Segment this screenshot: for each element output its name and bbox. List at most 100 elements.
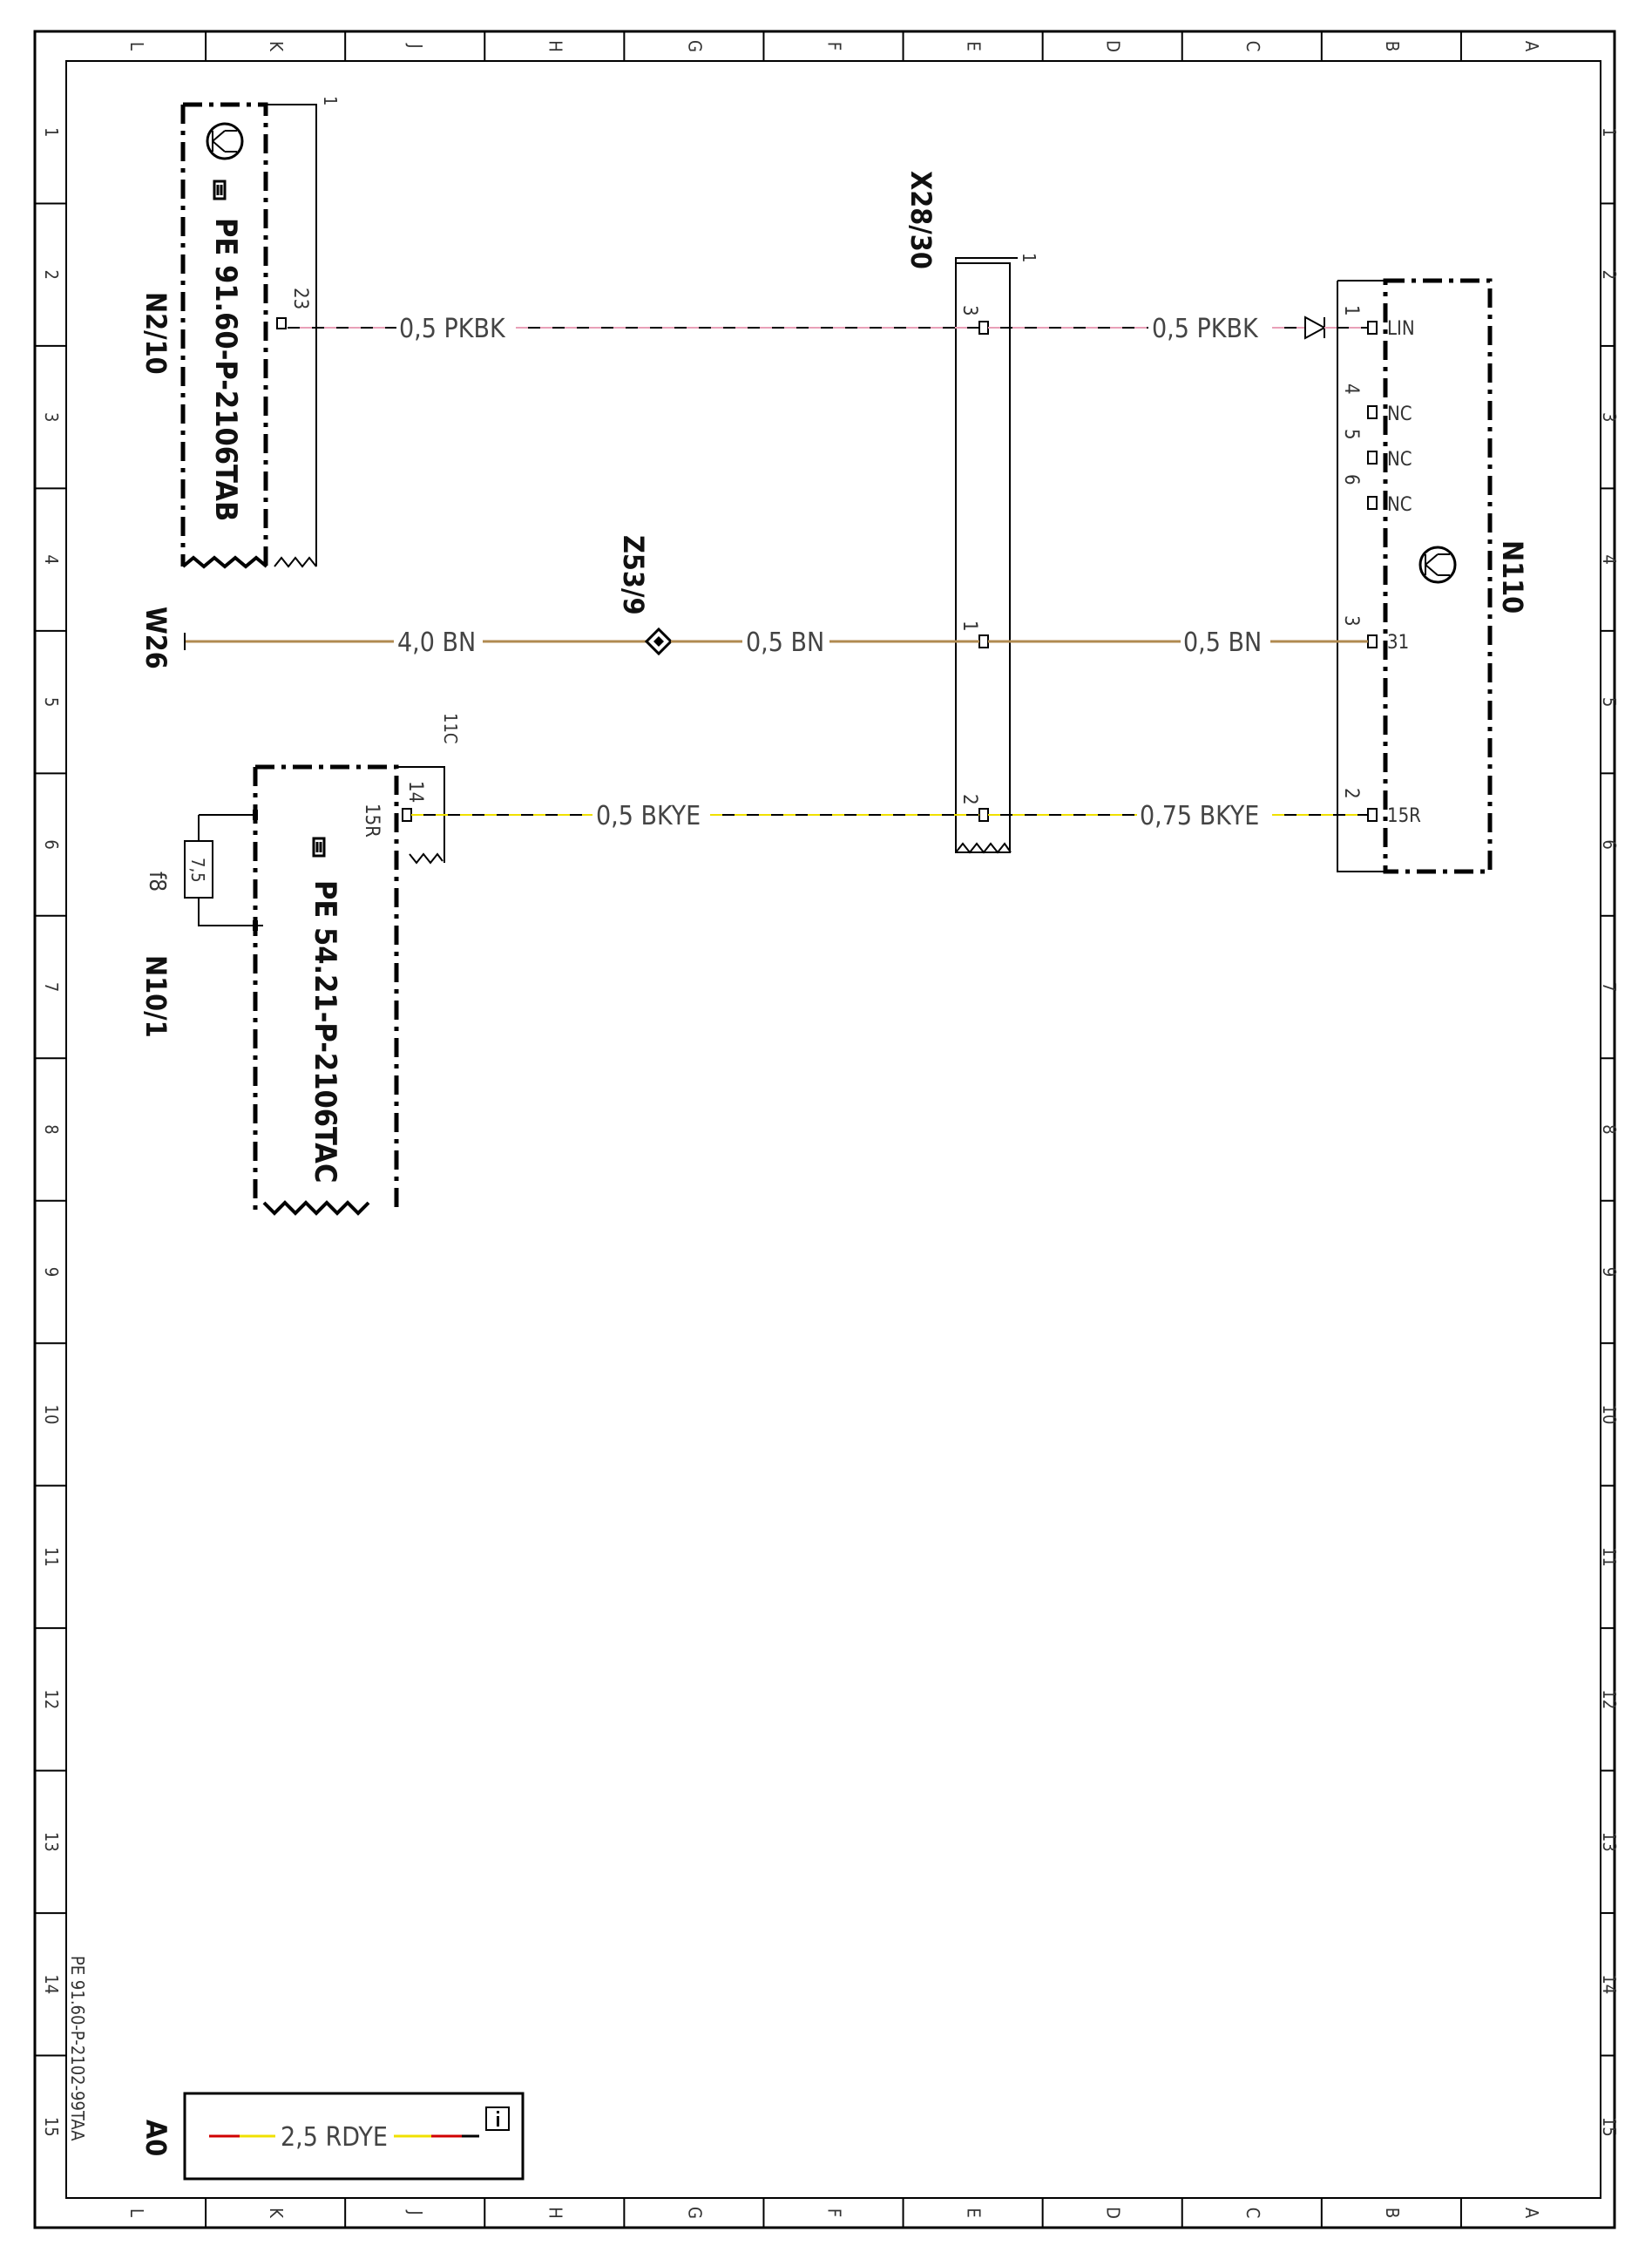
n110-pin-3: 3 <box>1340 615 1362 627</box>
n2-10-conn-number: 1 <box>320 96 341 105</box>
n110-pin-5: 5 <box>1340 429 1362 440</box>
n10-1-page-ref[interactable]: PE 54.21-P-2106TAC <box>308 880 342 1183</box>
fuse-f8-value: 7,5 <box>187 858 208 883</box>
outer-frame <box>33 30 1616 2229</box>
fuse-f8-ref: f8 <box>144 872 170 892</box>
page-ref-hand-icon <box>213 180 227 200</box>
n2-10-page-ref[interactable]: PE 91.60-P-2106TAB <box>208 218 243 521</box>
column-label-bottom: J <box>405 2209 426 2215</box>
fuse-f8: 7,5 <box>184 840 213 899</box>
document-id: PE 91.60-P-2102-99TAA <box>67 1956 88 2141</box>
sheet-id: A0 <box>139 2120 173 2156</box>
n110-pin-2: 2 <box>1340 788 1362 799</box>
column-label-bottom: L <box>126 2208 147 2217</box>
row-label-left: 1 <box>41 127 62 137</box>
column-label-bottom: A <box>1521 2208 1542 2219</box>
n10-1-pin: 14 <box>404 781 426 803</box>
row-label-right: 7 <box>1599 982 1620 992</box>
transistor-icon <box>206 122 244 160</box>
z53-9-ref: Z53/9 <box>617 535 650 614</box>
row-label-left: 7 <box>41 982 62 992</box>
column-label-top: G <box>684 40 705 52</box>
column-label-bottom: H <box>545 2207 565 2219</box>
column-label-bottom: C <box>1242 2208 1263 2219</box>
n10-1-conn-label: 11C <box>440 713 461 743</box>
row-label-right: 15 <box>1599 2117 1620 2137</box>
gnd-wire-label-w26: 4,0 BN <box>397 628 476 658</box>
n10-1-ref: N10/1 <box>139 955 173 1038</box>
column-label-top: E <box>964 41 985 51</box>
x28-30-pin-2: 2 <box>958 794 980 805</box>
row-label-right: 1 <box>1599 127 1620 137</box>
x28-30-ref: X28/30 <box>904 171 938 269</box>
column-label-bottom: B <box>1382 2208 1403 2218</box>
row-label-right: 11 <box>1599 1547 1620 1567</box>
row-label-left: 13 <box>41 1832 62 1852</box>
row-label-left: 4 <box>41 554 62 564</box>
n110-terminal-lin: LIN <box>1387 318 1415 340</box>
n10-1-terminal: 15R <box>361 804 383 838</box>
x28-30-conn-number: 1 <box>1019 253 1039 262</box>
n110-pin-1: 1 <box>1340 305 1362 316</box>
row-label-right: 2 <box>1599 269 1620 279</box>
column-label-top: K <box>266 41 287 52</box>
x28-30-connector: X28/30 1 3 1 2 <box>904 171 1039 854</box>
n10-1-component: 11C 14 15R PE 54.21-P-2106TAC N10/1 7,5 … <box>139 713 461 1216</box>
column-label-top: L <box>126 42 147 51</box>
row-label-left: 11 <box>41 1547 62 1567</box>
n2-10-pin-terminal <box>276 317 287 329</box>
n110-pin-6: 6 <box>1340 474 1362 485</box>
n2-10-pin: 23 <box>289 288 311 309</box>
column-label-bottom: K <box>266 2208 287 2219</box>
pwr-wire-label-left: 0,5 BKYE <box>596 801 701 831</box>
splice-z53-9 <box>644 627 674 656</box>
column-label-top: B <box>1382 41 1403 51</box>
legend-wire-label: 2,5 RDYE <box>281 2122 388 2153</box>
n110-terminal-nc-2: NC <box>1387 449 1412 471</box>
lin-wire-label-left: 0,5 PKBK <box>399 314 506 344</box>
row-label-right: 4 <box>1599 554 1620 564</box>
row-label-right: 5 <box>1599 697 1620 707</box>
row-label-left: 14 <box>41 1974 62 1994</box>
row-label-left: 6 <box>41 839 62 849</box>
x28-30-pin-3: 3 <box>958 305 980 316</box>
row-label-left: 12 <box>41 1689 62 1709</box>
legend-box: 2,5 RDYE <box>183 2092 525 2181</box>
row-label-right: 3 <box>1599 412 1620 422</box>
row-label-left: 15 <box>41 2117 62 2137</box>
row-label-right: 13 <box>1599 1832 1620 1852</box>
n110-terminal-15r: 15R <box>1387 805 1421 827</box>
transistor-icon <box>1418 546 1457 584</box>
column-label-top: F <box>824 42 845 51</box>
x28-30-pin-1: 1 <box>958 621 980 632</box>
n110-ref: N110 <box>1496 540 1529 614</box>
ground-wire: W26 4,0 BN Z53/9 0,5 BN 0,5 BN <box>139 535 1368 669</box>
row-label-right: 10 <box>1599 1404 1620 1424</box>
row-label-right: 12 <box>1599 1689 1620 1709</box>
column-label-bottom: E <box>964 2208 985 2217</box>
lin-wire: 0,5 PKBK 0,5 PKBK <box>288 314 1368 344</box>
pwr-wire-label-right: 0,75 BKYE <box>1140 801 1259 831</box>
bus-arrow-icon <box>1304 315 1327 340</box>
power-15r-wire: 0,5 BKYE 0,75 BKYE <box>411 801 1368 831</box>
gnd-wire-label-mid: 0,5 BN <box>746 628 824 658</box>
row-label-right: 8 <box>1599 1124 1620 1134</box>
gnd-wire-label-right: 0,5 BN <box>1183 628 1262 658</box>
row-label-left: 8 <box>41 1124 62 1134</box>
inner-frame <box>65 60 1601 2199</box>
row-label-right: 9 <box>1599 1267 1620 1277</box>
row-label-right: 14 <box>1599 1974 1620 1994</box>
column-label-top: A <box>1521 41 1542 52</box>
page-ref-hand-icon <box>312 837 326 858</box>
row-label-left: 3 <box>41 412 62 422</box>
n2-10-component: 1 PE 91.60-P-2106TAB N2/10 23 <box>139 96 341 569</box>
column-label-bottom: D <box>1103 2207 1124 2219</box>
n110-terminal-nc-1: NC <box>1387 404 1412 425</box>
row-label-left: 2 <box>41 269 62 279</box>
column-label-top: J <box>405 43 426 48</box>
column-label-bottom: F <box>824 2208 845 2217</box>
info-icon[interactable] <box>485 2106 510 2131</box>
